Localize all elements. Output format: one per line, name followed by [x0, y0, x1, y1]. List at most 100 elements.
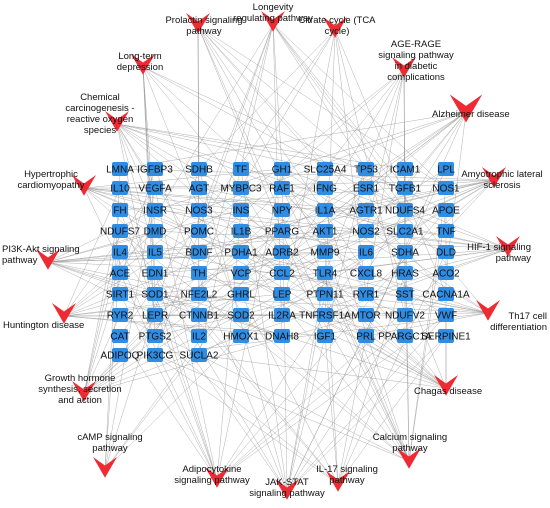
gene-node-il1b[interactable]: IL1B [231, 224, 252, 238]
gene-node-dnah8[interactable]: DNAH8 [265, 329, 299, 343]
gene-node-tlr4[interactable]: TLR4 [313, 266, 338, 280]
gene-node-slc25a4[interactable]: SLC25A4 [304, 162, 347, 176]
gene-node-ins[interactable]: INS [233, 203, 250, 217]
gene-node-prl[interactable]: PRL [356, 329, 376, 343]
gene-node-ndufv2[interactable]: NDUFV2 [385, 308, 425, 322]
gene-node-agtr1[interactable]: AGTR1 [349, 203, 383, 217]
gene-node-bdnf[interactable]: BDNF [185, 245, 213, 259]
gene-node-tf[interactable]: TF [233, 162, 249, 176]
gene-node-lepr[interactable]: LEPR [142, 308, 168, 322]
gene-node-ccl2[interactable]: CCL2 [269, 266, 295, 280]
gene-node-ptgs2[interactable]: PTGS2 [139, 329, 172, 343]
gene-node-tgfb1[interactable]: TGFB1 [389, 181, 422, 195]
gene-node-mmp9[interactable]: MMP9 [311, 245, 340, 259]
gene-node-il5[interactable]: IL5 [147, 245, 163, 259]
gene-node-icam1[interactable]: ICAM1 [390, 162, 421, 176]
gene-node-il10[interactable]: IL10 [110, 181, 130, 195]
pathway-node-chagas-disease[interactable]: Chagas disease [414, 375, 482, 397]
gene-node-akt1[interactable]: AKT1 [312, 224, 338, 238]
gene-node-cxcl8[interactable]: CXCL8 [350, 266, 383, 280]
gene-node-ryr2[interactable]: RYR2 [107, 308, 134, 322]
gene-node-tnfrsf1a[interactable]: TNFRSF1A [299, 308, 351, 322]
gene-node-dld[interactable]: DLD [436, 245, 456, 259]
gene-node-nos2[interactable]: NOS2 [352, 224, 380, 238]
gene-node-tnf[interactable]: TNF [436, 224, 456, 238]
gene-node-hmox1[interactable]: HMOX1 [223, 329, 259, 343]
gene-node-ndufs4[interactable]: NDUFS4 [385, 203, 425, 217]
gene-node-lpl[interactable]: LPL [437, 162, 455, 176]
gene-node-il6[interactable]: IL6 [358, 245, 374, 259]
gene-node-sdhb[interactable]: SDHB [185, 162, 213, 176]
gene-node-il1a[interactable]: IL1A [315, 203, 336, 217]
gene-node-il2[interactable]: IL2 [191, 329, 207, 343]
gene-node-ptpn11[interactable]: PTPN11 [306, 287, 344, 301]
gene-node-slc2a1[interactable]: SLC2A1 [386, 224, 424, 238]
gene-node-ace[interactable]: ACE [110, 266, 131, 280]
gene-node-apoe[interactable]: APOE [432, 203, 460, 217]
gene-node-sod2[interactable]: SOD2 [227, 308, 255, 322]
gene-node-gh1[interactable]: GH1 [272, 162, 293, 176]
gene-node-mtor[interactable]: MTOR [351, 308, 381, 322]
gene-node-edn1[interactable]: EDN1 [142, 266, 169, 280]
gene-node-pparg[interactable]: PPARG [265, 224, 299, 238]
gene-node-esr1[interactable]: ESR1 [353, 181, 380, 195]
gene-node-pomc[interactable]: POMC [184, 224, 214, 238]
gene-node-igf1[interactable]: IGF1 [314, 329, 337, 343]
gene-node-vcp[interactable]: VCP [231, 266, 252, 280]
gene-node-fh[interactable]: FH [112, 203, 128, 217]
gene-node-sst[interactable]: SST [395, 287, 415, 301]
gene-node-insr[interactable]: INSR [143, 203, 167, 217]
gene-node-dmd[interactable]: DMD [144, 224, 167, 238]
gene-node-adrb2[interactable]: ADRB2 [265, 245, 299, 259]
gene-node-igfbp3[interactable]: IGFBP3 [137, 162, 173, 176]
gene-node-ndufs7[interactable]: NDUFS7 [100, 224, 140, 238]
gene-node-pik3cg[interactable]: PIK3CG [137, 348, 174, 362]
gene-node-cacna1a[interactable]: CACNA1A [422, 287, 470, 301]
gene-node-il2ra[interactable]: IL2RA [268, 308, 296, 322]
gene-node-vwf[interactable]: VWF [435, 308, 457, 322]
gene-node-pdha1[interactable]: PDHA1 [224, 245, 258, 259]
gene-node-nos3[interactable]: NOS3 [185, 203, 213, 217]
pathway-node-huntington-disease[interactable]: Huntington disease [3, 303, 84, 331]
gene-node-nos1[interactable]: NOS1 [432, 181, 460, 195]
gene-node-ghrl[interactable]: GHRL [227, 287, 255, 301]
gene-node-aco2[interactable]: ACO2 [432, 266, 460, 280]
gene-node-tp53[interactable]: TP53 [354, 162, 378, 176]
gene-node-mybpc3[interactable]: MYBPC3 [220, 181, 262, 195]
gene-node-sirt1[interactable]: SIRT1 [106, 287, 135, 301]
gene-node-serpine1[interactable]: SERPINE1 [421, 329, 471, 343]
gene-node-lep[interactable]: LEP [273, 287, 292, 301]
gene-node-sdha[interactable]: SDHA [391, 245, 419, 259]
gene-node-ryr1[interactable]: RYR1 [353, 287, 380, 301]
gene-node-th[interactable]: TH [191, 266, 207, 280]
gene-node-nfe2l2[interactable]: NFE2L2 [181, 287, 218, 301]
gene-node-cat[interactable]: CAT [110, 329, 130, 343]
gene-node-ctnnb1[interactable]: CTNNB1 [179, 308, 219, 322]
gene-node-raf1[interactable]: RAF1 [269, 181, 295, 195]
gene-node-hras[interactable]: HRAS [391, 266, 419, 280]
gene-node-il4[interactable]: IL4 [112, 245, 128, 259]
gene-node-vegfa[interactable]: VEGFA [138, 181, 172, 195]
pathway-node-alzheimer-disease[interactable]: Alzheimer disease [432, 94, 510, 123]
gene-node-agt[interactable]: AGT [189, 181, 210, 195]
gene-node-adipoq[interactable]: ADIPOQ [101, 348, 140, 362]
gene-node-sod1[interactable]: SOD1 [141, 287, 169, 301]
gene-node-sucla2[interactable]: SUCLA2 [180, 348, 219, 362]
gene-node-ifng[interactable]: IFNG [313, 181, 337, 195]
